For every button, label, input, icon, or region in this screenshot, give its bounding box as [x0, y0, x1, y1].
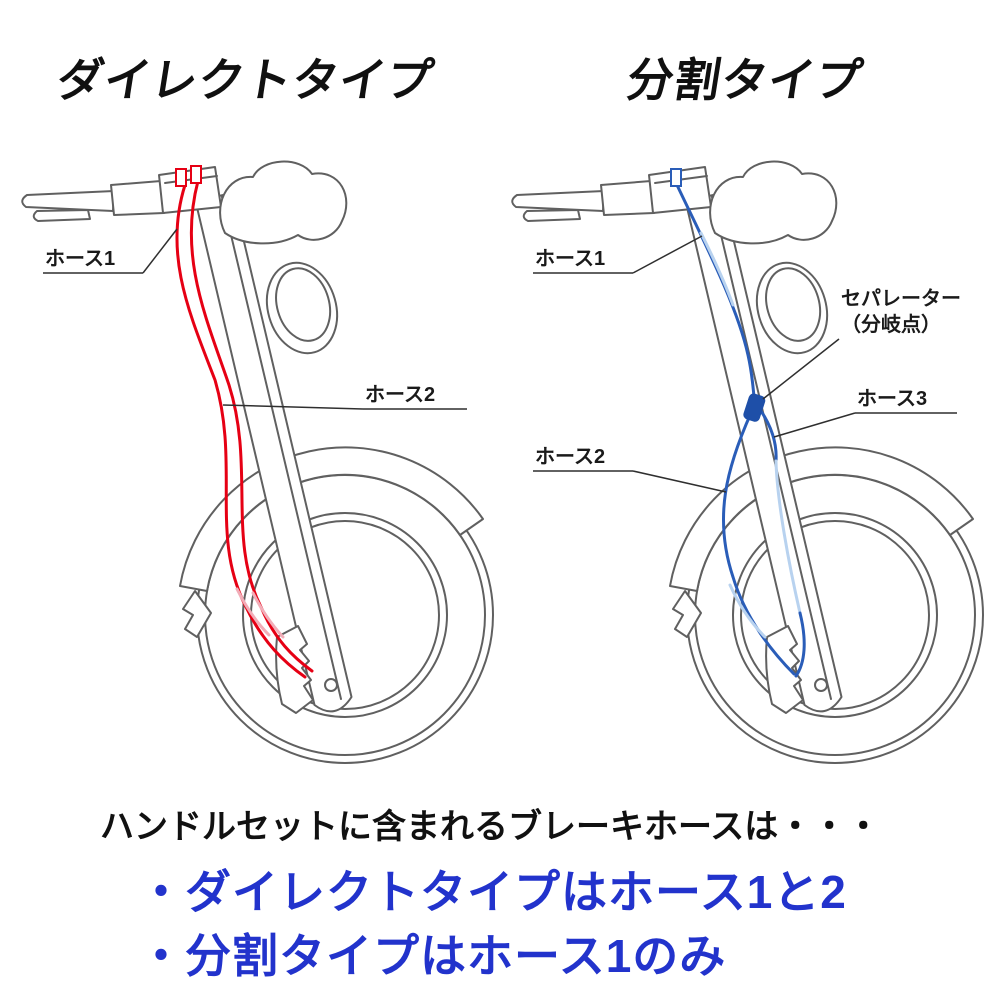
- separator-leader-line: [762, 338, 840, 400]
- banjo-fitting: [670, 168, 682, 187]
- separator-block: [743, 393, 766, 422]
- footer-bullet-direct: ・ダイレクトタイプはホース1と2: [138, 866, 847, 918]
- hose1-blue-line: [675, 183, 757, 407]
- split-labels: ホース1 セパレーター （分岐点） ホース3 ホース2: [533, 235, 961, 493]
- hose1-hidden-segment: [699, 231, 735, 307]
- hose1-label: ホース1: [45, 248, 115, 270]
- hose3-blue-line-end: [794, 611, 806, 678]
- hose1-leader-line: [142, 228, 178, 274]
- hose2-red-line: [189, 179, 314, 673]
- hose2-blue-line: [721, 411, 796, 676]
- hose3-label: ホース3: [857, 388, 927, 410]
- direct-labels: ホース1 ホース2: [43, 228, 467, 410]
- hose2-hidden-segment: [728, 583, 767, 639]
- direct-type-title: ダイレクトタイプ: [53, 54, 438, 106]
- hose2-label: ホース2: [535, 446, 605, 468]
- hose1-label: ホース1: [535, 248, 605, 270]
- footer-intro-text: ハンドルセットに含まれるブレーキホースは・・・: [100, 808, 881, 846]
- hose-hidden-segment: [251, 591, 285, 639]
- separator-label-line2: （分岐点）: [841, 312, 941, 336]
- separator-label-line1: セパレーター: [841, 287, 961, 310]
- hose3-leader-line: [773, 412, 856, 438]
- hose2-label: ホース2: [365, 384, 435, 406]
- hose1-leader-line: [632, 235, 703, 274]
- banjo-fitting: [175, 168, 187, 187]
- hose-hidden-segment: [235, 587, 271, 637]
- hose1-red-line: [175, 183, 307, 679]
- hose2-leader-line: [222, 404, 364, 410]
- banjo-fitting: [190, 165, 202, 184]
- hose3-blue-line: [759, 409, 778, 463]
- footer-bullet-split: ・分割タイプはホース1のみ: [138, 930, 727, 982]
- direct-type-diagram: ホース1 ホース2: [21, 160, 495, 764]
- split-type-diagram: ホース1 セパレーター （分岐点） ホース3 ホース2: [511, 160, 984, 764]
- split-type-title: 分割タイプ: [623, 54, 867, 106]
- split-hoses: [670, 168, 806, 678]
- hose2-leader-line: [632, 470, 727, 493]
- direct-hoses: [175, 165, 314, 679]
- hose3-hidden-segment: [774, 459, 802, 615]
